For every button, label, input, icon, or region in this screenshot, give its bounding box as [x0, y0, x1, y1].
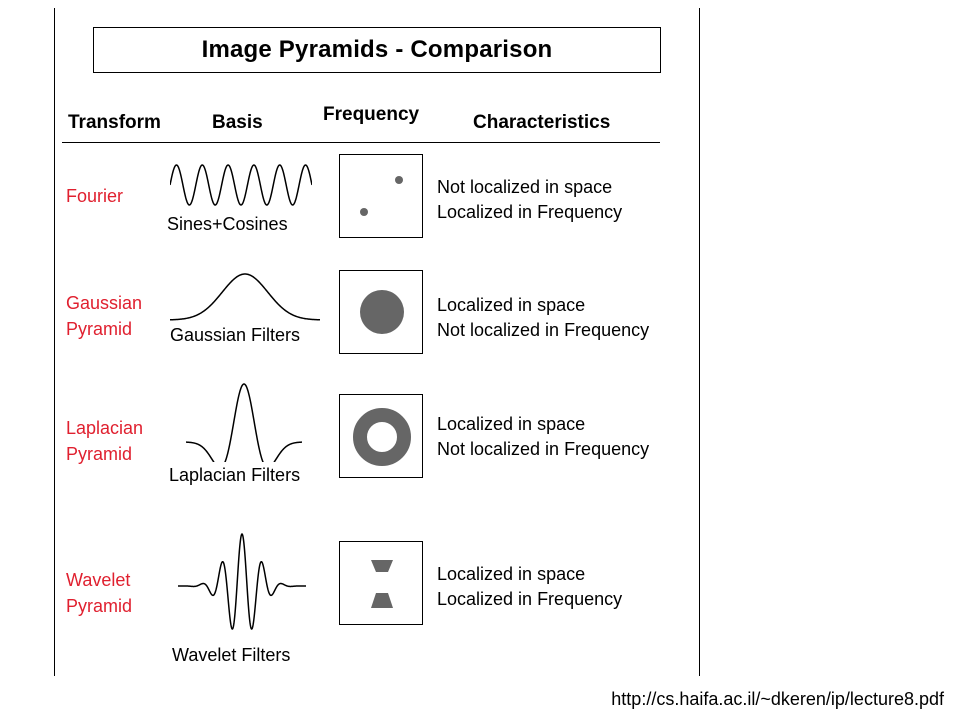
characteristic-line: Not localized in space	[437, 177, 613, 197]
transform-name-line: Fourier	[66, 186, 124, 206]
header-frequency: Frequency	[323, 104, 420, 125]
characteristic-line: Localized in Frequency	[437, 589, 623, 609]
basis-label-wavelet: Wavelet Filters	[172, 645, 291, 665]
characteristic-line: Localized in space	[437, 295, 586, 315]
header-characteristics: Characteristics	[473, 112, 611, 133]
filled-disc-icon	[360, 290, 404, 334]
wavelet-curve-graph	[178, 533, 306, 630]
characteristics-wavelet: Localized in space Localized in Frequenc…	[437, 562, 622, 612]
ring-annulus-icon	[353, 408, 411, 466]
transform-name-gaussian: Gaussian Pyramid	[66, 290, 142, 342]
transform-name-line: Wavelet	[66, 570, 131, 590]
header-basis: Basis	[212, 112, 263, 133]
header-transform: Transform	[68, 112, 161, 133]
transform-name-laplacian: Laplacian Pyramid	[66, 415, 143, 467]
laplacian-curve-graph	[186, 383, 302, 462]
basis-label-gaussian: Gaussian Filters	[170, 325, 301, 345]
characteristic-line: Not localized in Frequency	[437, 439, 650, 459]
gaussian-curve-graph	[170, 273, 320, 321]
sine-cosine-wave-graph	[170, 164, 312, 206]
page-title: Image Pyramids - Comparison	[201, 36, 553, 63]
frequency-dot-icon	[360, 208, 368, 216]
characteristics-gaussian: Localized in space Not localized in Freq…	[437, 293, 649, 343]
transform-name-line: Pyramid	[66, 444, 133, 464]
slide-panel	[54, 8, 700, 676]
transform-name-line: Pyramid	[66, 319, 133, 339]
wedge-bottom-icon	[371, 593, 393, 608]
transform-name-line: Pyramid	[66, 596, 133, 616]
frequency-box-fourier	[339, 154, 423, 238]
header-divider	[62, 142, 660, 143]
transform-name-line: Laplacian	[66, 418, 144, 438]
characteristic-line: Not localized in Frequency	[437, 320, 650, 340]
characteristics-fourier: Not localized in space Localized in Freq…	[437, 175, 622, 225]
source-url[interactable]: http://cs.haifa.ac.il/~dkeren/ip/lecture…	[611, 689, 944, 709]
frequency-box-laplacian	[339, 394, 423, 478]
characteristic-line: Localized in space	[437, 564, 586, 584]
characteristic-line: Localized in Frequency	[437, 202, 623, 222]
wedge-top-icon	[371, 560, 393, 572]
transform-name-fourier: Fourier	[66, 183, 123, 209]
basis-label-laplacian: Laplacian Filters	[169, 465, 301, 485]
basis-label-sines-cosines: Sines+Cosines	[167, 214, 288, 234]
characteristic-line: Localized in space	[437, 414, 586, 434]
transform-name-line: Gaussian	[66, 293, 143, 313]
frequency-dot-icon	[395, 176, 403, 184]
frequency-box-gaussian	[339, 270, 423, 354]
transform-name-wavelet: Wavelet Pyramid	[66, 567, 132, 619]
title-box: Image Pyramids - Comparison	[93, 27, 661, 73]
frequency-box-wavelet	[339, 541, 423, 625]
characteristics-laplacian: Localized in space Not localized in Freq…	[437, 412, 649, 462]
